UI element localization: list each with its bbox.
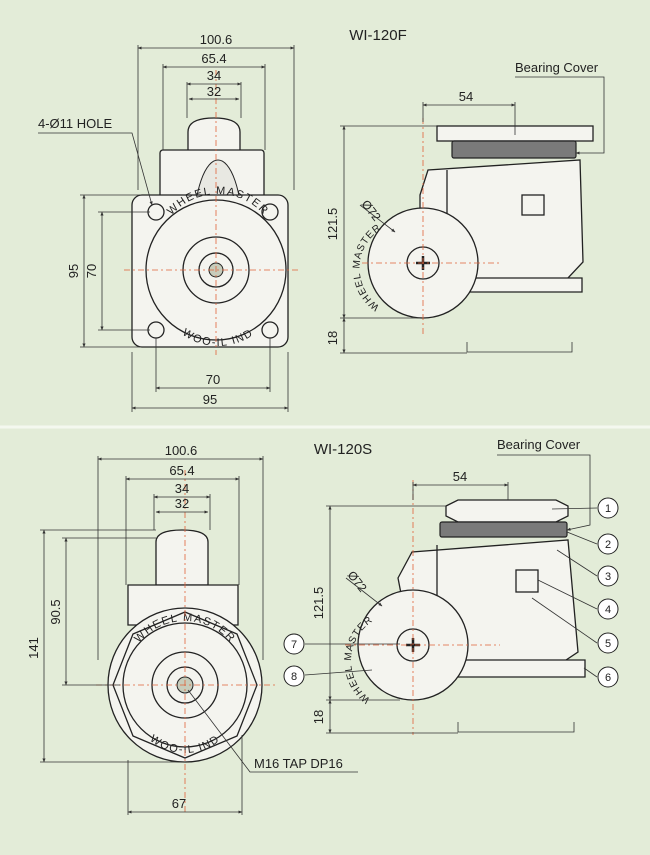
dim-54: 54 — [459, 89, 473, 104]
svg-text:3: 3 — [605, 571, 611, 583]
side-view-120f: WHEEL MASTER — [351, 118, 594, 353]
callout-8: 8 — [283, 665, 305, 687]
bearing-cover — [451, 140, 577, 159]
front-dimensions-120s: 100.6 65.4 34 32 141 90.5 67 M16 TAP DP1… — [26, 443, 358, 815]
svg-text:2: 2 — [605, 539, 611, 551]
hex-top-nut — [445, 499, 569, 523]
side-dimensions-120f: 54 121.5 18 Ø72 Bearing Cover — [325, 60, 605, 354]
svg-text:8: 8 — [291, 671, 297, 683]
wi-120s-section: WI-120S WHEEL MASTER WOO-IL IND 100.6 65… — [26, 437, 619, 815]
svg-text:5: 5 — [605, 638, 611, 650]
dim-18: 18 — [325, 331, 340, 345]
dim-70-h: 70 — [206, 372, 220, 387]
dim-100-6: 100.6 — [200, 32, 233, 47]
mount-hole-bl — [147, 321, 165, 339]
front-view-120f: WHEEL MASTER WOO-IL IND — [124, 70, 300, 355]
dim-18-s: 18 — [311, 710, 326, 724]
stem-s — [155, 529, 209, 586]
front-view-120s: WHEEL MASTER WOO-IL IND — [96, 470, 275, 815]
svg-text:7: 7 — [291, 639, 297, 651]
adjust-nut-s — [515, 569, 539, 593]
model-title-wi-120f: WI-120F — [349, 27, 407, 44]
floor-bracket-s — [457, 722, 575, 733]
bearing-cover-s — [439, 521, 568, 538]
dim-65-4: 65.4 — [201, 51, 226, 66]
dim-65-4-s: 65.4 — [169, 463, 194, 478]
dim-70-v: 70 — [84, 264, 99, 278]
callout-3: 3 — [597, 565, 619, 587]
callout-2: 2 — [597, 533, 619, 555]
bearing-cover-label-s: Bearing Cover — [497, 437, 581, 452]
callout-1: 1 — [597, 497, 619, 519]
dim-67: 67 — [172, 796, 186, 811]
wi-120f-section: WI-120F WHEEL MASTER WOO-IL IND 100.6 — [38, 27, 605, 412]
callout-4: 4 — [597, 598, 619, 620]
dim-95-h: 95 — [203, 392, 217, 407]
adjust-nut — [521, 194, 545, 216]
svg-text:4: 4 — [605, 604, 611, 616]
side-dimensions-120s: 54 121.5 18 Ø72 Bearing Cover — [311, 437, 591, 734]
part-callouts: 1 2 3 4 5 6 7 8 — [283, 497, 619, 688]
dim-121-5-s: 121.5 — [311, 587, 326, 620]
bearing-cover-label: Bearing Cover — [515, 60, 599, 75]
callout-6: 6 — [597, 666, 619, 688]
svg-text:6: 6 — [605, 672, 611, 684]
dim-141: 141 — [26, 637, 41, 659]
callout-7: 7 — [283, 633, 305, 655]
hole-callout: 4-Ø11 HOLE — [38, 116, 113, 131]
mount-hole-tr — [261, 203, 279, 221]
dim-121-5: 121.5 — [325, 208, 340, 241]
dim-95-v: 95 — [66, 264, 81, 278]
front-dimensions-120f: 100.6 65.4 34 32 95 70 70 95 4-Ø11 HOLE — [38, 32, 295, 412]
dim-dia-72-s: Ø72 — [345, 568, 370, 595]
dim-90-5: 90.5 — [48, 599, 63, 624]
floor-bracket — [466, 342, 573, 353]
callout-5: 5 — [597, 632, 619, 654]
dim-34: 34 — [207, 68, 221, 83]
mount-hole-tl — [147, 203, 165, 221]
tap-callout: M16 TAP DP16 — [254, 756, 343, 771]
dim-32: 32 — [207, 84, 221, 99]
model-title-wi-120s: WI-120S — [314, 441, 372, 458]
svg-text:1: 1 — [605, 503, 611, 515]
dim-100-6-s: 100.6 — [165, 443, 198, 458]
dim-34-s: 34 — [175, 481, 189, 496]
mount-hole-br — [261, 321, 279, 339]
side-view-120s: WHEEL MASTER — [343, 480, 586, 735]
dim-32-s: 32 — [175, 496, 189, 511]
dim-54-s: 54 — [453, 469, 467, 484]
